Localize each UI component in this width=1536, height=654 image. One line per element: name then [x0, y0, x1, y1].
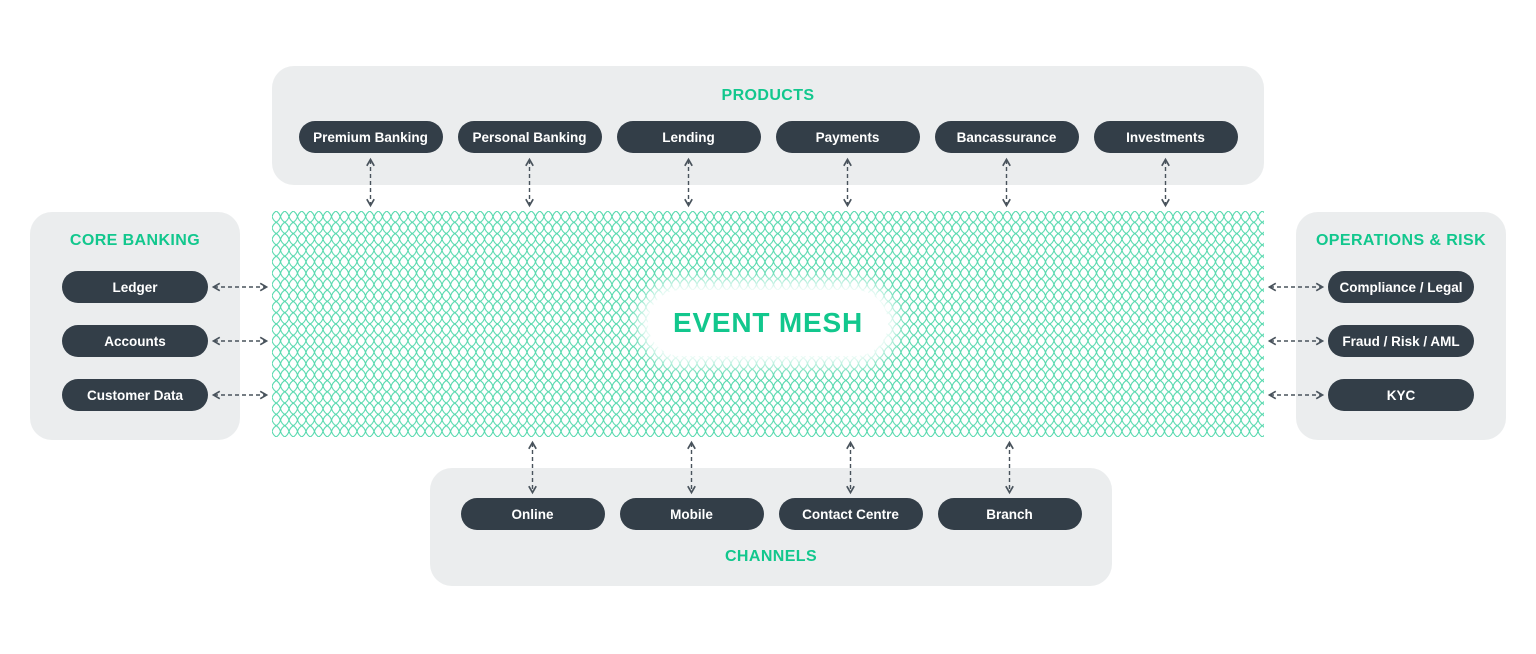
products-panel: PRODUCTS Premium Banking Personal Bankin…: [272, 66, 1264, 185]
core-banking-panel: CORE BANKING Ledger Accounts Customer Da…: [30, 212, 240, 440]
channels-pill-row: Online Mobile Contact Centre Branch: [430, 498, 1112, 530]
core-banking-pill-column: Ledger Accounts Customer Data: [62, 271, 208, 411]
node-online: Online: [460, 498, 605, 530]
node-lending: Lending: [616, 121, 761, 153]
node-personal-banking: Personal Banking: [457, 121, 602, 153]
node-fraud-risk-aml: Fraud / Risk / AML: [1328, 325, 1474, 357]
core-banking-title: CORE BANKING: [69, 232, 201, 249]
node-kyc: KYC: [1328, 379, 1474, 411]
products-pill-row: Premium Banking Personal Banking Lending…: [272, 121, 1264, 153]
event-mesh-label-text: EVENT MESH: [672, 307, 864, 338]
node-payments: Payments: [775, 121, 920, 153]
node-contact-centre: Contact Centre: [778, 498, 923, 530]
event-mesh-label: EVENT MESH: [648, 290, 888, 356]
node-customer-data: Customer Data: [62, 379, 208, 411]
channels-panel: Online Mobile Contact Centre Branch CHAN…: [430, 468, 1112, 586]
products-title: PRODUCTS: [721, 87, 815, 104]
node-ledger: Ledger: [62, 271, 208, 303]
node-bancassurance: Bancassurance: [934, 121, 1079, 153]
operations-risk-panel: OPERATIONS & RISK Compliance / Legal Fra…: [1296, 212, 1506, 440]
node-accounts: Accounts: [62, 325, 208, 357]
node-mobile: Mobile: [619, 498, 764, 530]
node-compliance-legal: Compliance / Legal: [1328, 271, 1474, 303]
channels-title: CHANNELS: [724, 548, 818, 565]
node-premium-banking: Premium Banking: [298, 121, 443, 153]
operations-risk-pill-column: Compliance / Legal Fraud / Risk / AML KY…: [1328, 271, 1474, 411]
node-investments: Investments: [1093, 121, 1238, 153]
operations-risk-title: OPERATIONS & RISK: [1315, 232, 1487, 249]
node-branch: Branch: [937, 498, 1082, 530]
